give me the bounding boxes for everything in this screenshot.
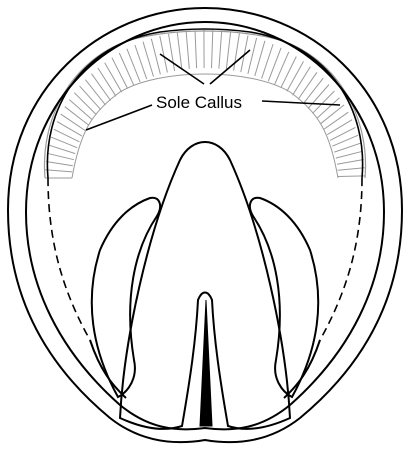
callus-hatch-line [293, 67, 311, 96]
callus-hatch-line [234, 34, 240, 71]
callus-hatch-line [275, 52, 289, 84]
leader-line-right [262, 101, 340, 105]
leader-line-left [86, 105, 152, 130]
callus-hatch-line [338, 168, 365, 171]
callus-hatch-line [151, 39, 160, 75]
callus-hatch-line [324, 112, 348, 129]
frog-central-sulcus [200, 300, 212, 426]
sole-boundary-left-dashed [48, 178, 90, 340]
callus-hatch-line [119, 53, 133, 85]
callus-hatch-line [195, 30, 197, 68]
callus-hatch-line [317, 98, 340, 119]
callus-hatch-line [65, 107, 89, 125]
callus-hatch-line [248, 38, 257, 74]
callus-hatch-line [226, 32, 230, 70]
callus-hatch-line [255, 41, 265, 76]
callus-hatch-line [46, 162, 73, 166]
callus-hatch-line [105, 63, 122, 93]
callus-hatch-line [219, 31, 222, 69]
callus-hatch-line [61, 114, 85, 130]
callus-hatch-line [92, 74, 111, 101]
callus-hatch-line [212, 30, 213, 68]
sole-callus-label: Sole Callus [156, 93, 242, 112]
callus-hatch-line [338, 176, 365, 177]
callus-hatch-line [57, 122, 82, 137]
callus-hatch-line [327, 120, 352, 135]
callus-hatch-line [98, 68, 116, 96]
callus-hatch-line [177, 32, 182, 69]
callus-hatch-line [186, 31, 189, 69]
callus-hatch-line [321, 105, 345, 124]
callus-hatch-line [303, 78, 323, 104]
callus-hatch-line [298, 72, 317, 99]
sole-boundary-right-dashed [320, 178, 362, 340]
callus-hatch-line [49, 145, 75, 153]
callus-hatch-line [47, 153, 74, 159]
callus-hatch-line [45, 170, 72, 172]
callus-hatch-line [313, 91, 335, 113]
callus-hatch-line [74, 93, 96, 115]
callus-hatch-line [112, 58, 128, 89]
callus-hatch-line [80, 86, 101, 110]
callus-hatch-line [334, 143, 360, 152]
callus-hatch-line [287, 61, 304, 91]
leader-line-top-right [210, 50, 250, 84]
callus-hatch-line [69, 100, 92, 120]
callus-hatch-line [336, 151, 363, 158]
callus-hatch-line [143, 42, 154, 77]
callus-hatch-line [169, 34, 175, 71]
callus-hatch-line [85, 80, 105, 105]
callus-hatch-line [281, 57, 296, 88]
callus-hatch-line [337, 160, 364, 165]
